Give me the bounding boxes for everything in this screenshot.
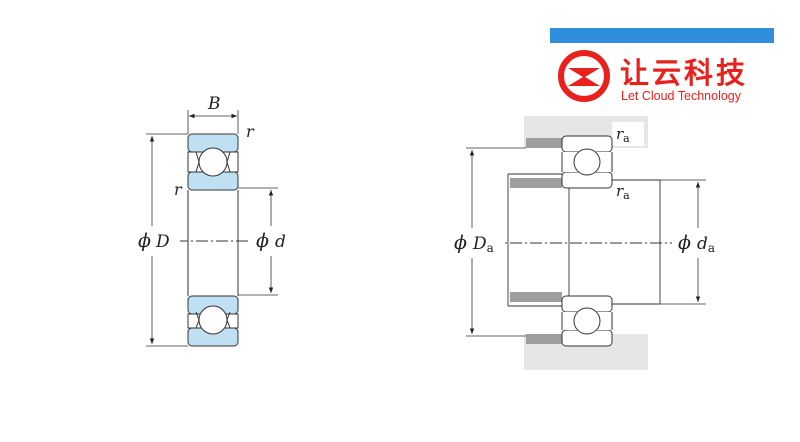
label-phi-Da: ϕ xyxy=(454,232,467,254)
ra-label-box xyxy=(612,122,644,146)
label-width-B: B xyxy=(207,94,221,114)
bearing-cross-section xyxy=(176,133,250,347)
label-phi-da: ϕ xyxy=(678,232,691,254)
mounted-bearing xyxy=(561,135,613,347)
logo-name-en: Let Cloud Technology xyxy=(621,89,742,103)
label-outer-diameter-D: D xyxy=(155,232,170,252)
label-phi-D: ϕ xyxy=(138,230,151,252)
label-bore-diameter-d: d xyxy=(275,232,286,252)
label-fillet-ra-top: ra xyxy=(616,125,630,145)
logo-name-cn: 让云科技 xyxy=(620,56,748,90)
label-phi-d: ϕ xyxy=(256,230,269,252)
label-fillet-r-side: r xyxy=(174,180,183,199)
shaft xyxy=(490,138,672,344)
label-shaft-shoulder-da: da xyxy=(697,234,715,255)
logo-top-bar xyxy=(550,28,774,43)
label-fillet-r-top: r xyxy=(246,122,255,141)
company-logo: 让云科技 Let Cloud Technology xyxy=(550,28,774,103)
label-fillet-ra-shaft: ra xyxy=(616,182,630,202)
logo-mark-icon xyxy=(558,50,610,102)
ball-bottom xyxy=(198,305,228,335)
ball-top xyxy=(198,147,228,177)
label-housing-shoulder-Da: Da xyxy=(472,234,494,255)
